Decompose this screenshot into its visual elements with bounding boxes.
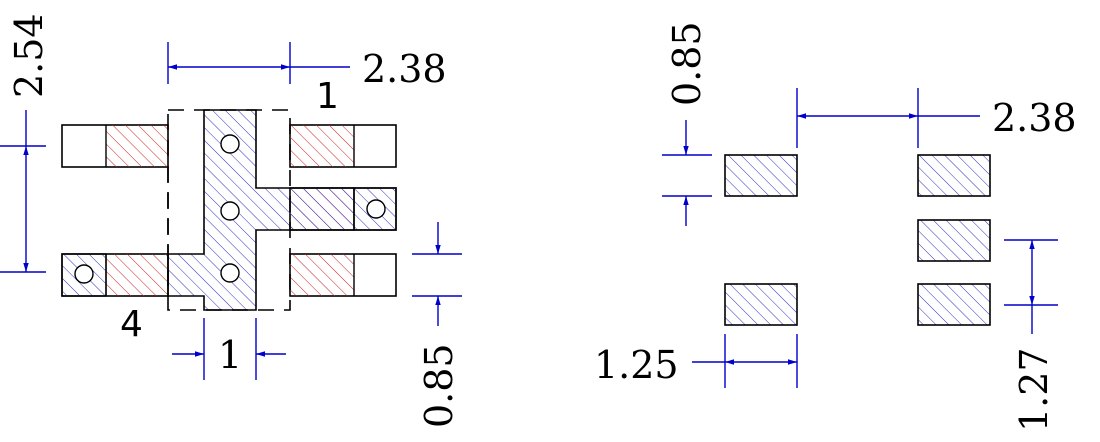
pin4-label: 4 [120, 304, 143, 345]
package-view: 1 4 2.38 2.54 1 [0, 13, 462, 428]
dim-lead-width: 1 [172, 318, 286, 380]
pad-bottom-left [724, 283, 798, 326]
hole-5 [74, 264, 94, 284]
dim-pad-spacing: 2.38 [796, 88, 1077, 148]
body-outline-dashed [167, 109, 291, 311]
pad-bottom-right [917, 283, 991, 326]
hole-4 [366, 199, 386, 219]
lead-red-top-right [290, 125, 354, 167]
dim-lead-width-label: 1 [218, 333, 242, 377]
dim-pad-height-label: 0.85 [665, 21, 709, 106]
lead-red-bottom-right [290, 254, 354, 296]
dim-pad-height: 0.85 [662, 21, 712, 226]
dim-pitch: 1.27 [1004, 239, 1058, 432]
hole-2 [220, 201, 240, 221]
dim-pad-length-label: 1.25 [594, 343, 679, 387]
hole-3 [220, 263, 240, 283]
dim-package-height: 2.54 [0, 13, 51, 273]
dim-package-width-label: 2.38 [362, 47, 447, 91]
dim-pad-spacing-label: 2.38 [992, 96, 1077, 140]
dim-pitch-label: 1.27 [1012, 347, 1056, 432]
dim-lead-thickness: 0.85 [412, 222, 462, 428]
pin1-label: 1 [316, 76, 339, 117]
lead-red-top-left [106, 125, 168, 167]
dim-lead-thickness-label: 0.85 [417, 343, 461, 428]
dim-package-width: 2.38 [167, 42, 447, 91]
pad-mid-right [917, 219, 991, 262]
land-pattern-view: 0.85 2.38 1.25 1.27 [594, 21, 1077, 432]
lead-red-bottom-left [106, 254, 168, 296]
dim-pad-length: 1.25 [594, 334, 798, 388]
hole-1 [220, 134, 240, 154]
dim-package-height-label: 2.54 [7, 13, 51, 98]
pad-top-right [917, 154, 991, 197]
pad-top-left [724, 154, 798, 197]
